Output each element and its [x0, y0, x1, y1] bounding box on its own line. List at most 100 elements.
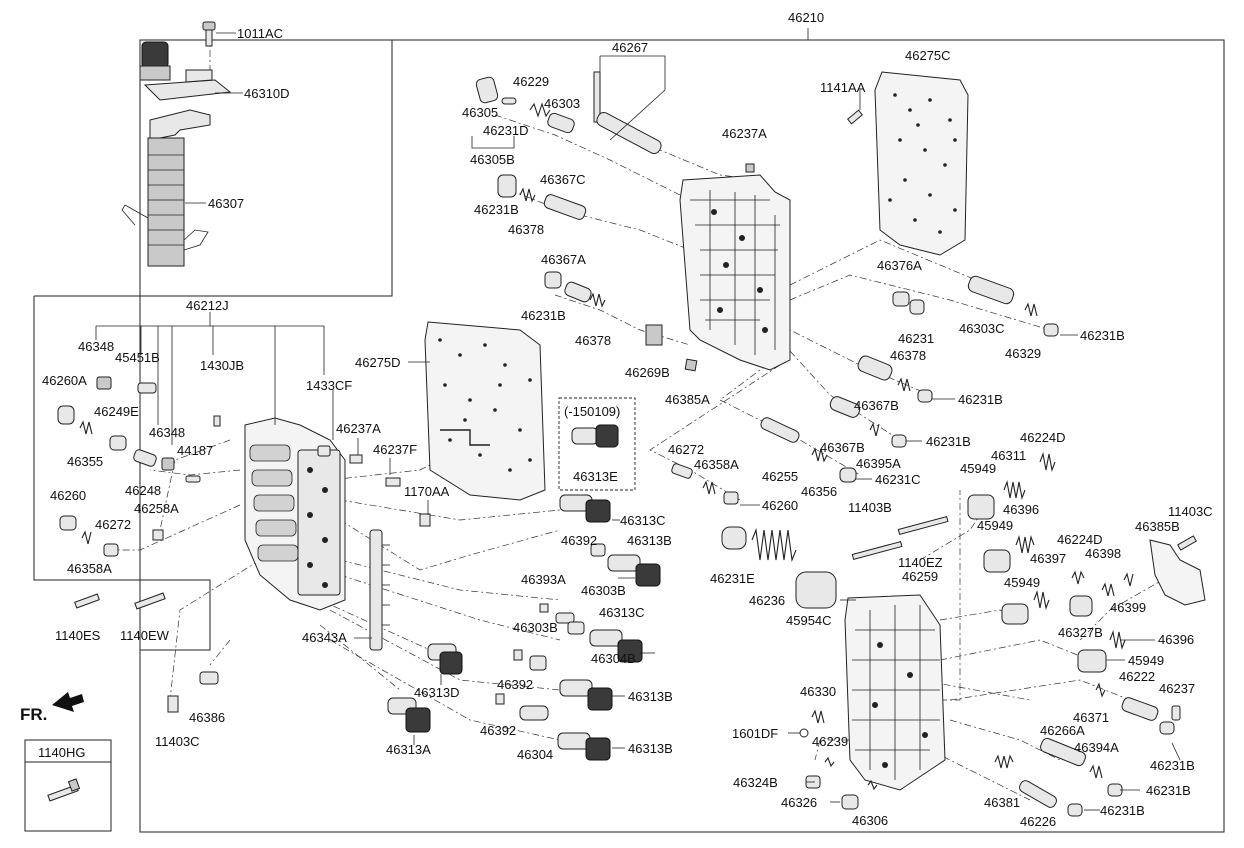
- valve-parts: [57, 71, 1059, 610]
- label-46329: 46329: [1005, 346, 1041, 361]
- label-46313B-c: 46313B: [628, 741, 673, 756]
- label-11403B: 11403B: [848, 500, 892, 515]
- label-46358A-a: 46358A: [67, 561, 112, 576]
- solenoid-subassembly-frame: [34, 39, 393, 297]
- label-1433CF: 1433CF: [306, 378, 352, 393]
- label-46231B-d: 46231B: [958, 392, 1003, 407]
- label-46303B-b: 46303B: [513, 620, 558, 635]
- label-46231B-g: 46231B: [1146, 783, 1191, 798]
- label-46376A: 46376A: [877, 258, 922, 273]
- main-assembly-frame: [139, 39, 1225, 833]
- label-46367A: 46367A: [541, 252, 586, 267]
- label-46397: 46397: [1030, 551, 1066, 566]
- bracket-46310D: [139, 41, 232, 101]
- subassembly-frame-lower: [33, 296, 211, 651]
- label-45954C: 45954C: [786, 613, 832, 628]
- front-direction-arrow-icon: [52, 692, 84, 712]
- label-46307: 46307: [208, 196, 244, 211]
- label-46398: 46398: [1085, 546, 1121, 561]
- label-46275C: 46275C: [905, 48, 951, 63]
- label-46267: 46267: [612, 40, 648, 55]
- label-46395A: 46395A: [856, 456, 901, 471]
- label-46385A: 46385A: [665, 392, 710, 407]
- bolt-1011AC: [202, 21, 216, 47]
- label-1170AA: 1170AA: [404, 484, 450, 499]
- label-46311: 46311: [991, 448, 1026, 463]
- label-46392-b: 46392: [497, 677, 533, 692]
- label-46237: 46237: [1159, 681, 1195, 696]
- label-46258A: 46258A: [134, 501, 179, 516]
- label-11403C-b: 11403C: [155, 734, 200, 749]
- label-46255: 46255: [762, 469, 798, 484]
- label-46358A-b: 46358A: [694, 457, 739, 472]
- label-46269B: 46269B: [625, 365, 670, 380]
- label-46378-c: 46378: [890, 348, 926, 363]
- label-46275D: 46275D: [355, 355, 401, 370]
- label-46348-b: 46348: [149, 425, 185, 440]
- accumulator-parts: [721, 451, 1206, 817]
- label-46326: 46326: [781, 795, 817, 810]
- label-46367C: 46367C: [540, 172, 586, 187]
- label-46392-c: 46392: [480, 723, 516, 738]
- label-46303B-a: 46303B: [581, 583, 626, 598]
- lower-valve-body: [844, 594, 946, 791]
- label-46224D-b: 46224D: [1057, 532, 1103, 547]
- label-46231E: 46231E: [710, 571, 755, 586]
- solenoid-46313D: [427, 643, 463, 675]
- label-46313B-a: 46313B: [627, 533, 672, 548]
- label-46260-a: 46260: [50, 488, 86, 503]
- label-46231: 46231: [898, 331, 934, 346]
- label-45949-a: 45949: [960, 461, 996, 476]
- label-46236: 46236: [749, 593, 785, 608]
- label-45949-c: 45949: [1004, 575, 1040, 590]
- label-46367B-a: 46367B: [854, 398, 899, 413]
- part-labels: 46210 1011AC 46310D 46307 46212J 46267 4…: [20, 10, 1213, 829]
- label-46378-b: 46378: [575, 333, 611, 348]
- label-1601DF: 1601DF: [732, 726, 778, 741]
- label-46272-a: 46272: [95, 517, 131, 532]
- label-46310D: 46310D: [244, 86, 290, 101]
- label-46231B-b: 46231B: [521, 308, 566, 323]
- label-46303-a: 46303: [544, 96, 580, 111]
- label-46231B-f: 46231B: [1150, 758, 1195, 773]
- label-46399: 46399: [1110, 600, 1146, 615]
- label-46231D: 46231D: [483, 123, 529, 138]
- label-1430JB: 1430JB: [200, 358, 244, 373]
- label-46304: 46304: [517, 747, 553, 762]
- label-46210: 46210: [788, 10, 824, 25]
- label-46304B: 46304B: [591, 651, 636, 666]
- solenoid-46313B-b: [559, 679, 613, 711]
- label-46231B-c: 46231B: [1080, 328, 1125, 343]
- label-46392-a: 46392: [561, 533, 597, 548]
- label-46313E: 46313E: [573, 469, 618, 484]
- label-46231B-a: 46231B: [474, 202, 519, 217]
- label-1141AA: 1141AA: [820, 80, 866, 95]
- label-46212J: 46212J: [186, 298, 229, 313]
- label-1011AC: 1011AC: [237, 26, 283, 41]
- label-46259: 46259: [902, 569, 938, 584]
- solenoid-46313B-c: [557, 732, 611, 761]
- label-46313A: 46313A: [386, 742, 431, 757]
- label-46313C-b: 46313C: [599, 605, 645, 620]
- label-46367B-b: 46367B: [820, 440, 865, 455]
- label-46378-a: 46378: [508, 222, 544, 237]
- label-46231B-h: 46231B: [1100, 803, 1145, 818]
- label-46330: 46330: [800, 684, 836, 699]
- label-1140ES: 1140ES: [55, 628, 101, 643]
- separator-plate-46275D: [424, 321, 546, 501]
- label-150109: (-150109): [564, 404, 620, 419]
- bolt-icon: [47, 778, 81, 802]
- label-front: FR.: [20, 705, 47, 724]
- upper-valve-body: [679, 174, 791, 371]
- label-46355: 46355: [67, 454, 103, 469]
- label-46313D: 46313D: [414, 685, 460, 700]
- label-46381: 46381: [984, 795, 1020, 810]
- solenoid-46313C-b: [589, 629, 643, 663]
- label-1140HG: 1140HG: [38, 745, 85, 760]
- label-46248: 46248: [125, 483, 161, 498]
- label-46237A-top: 46237A: [722, 126, 767, 141]
- label-11403C-a: 11403C: [1168, 504, 1213, 519]
- sensor-assembly: [121, 21, 232, 267]
- label-46222: 46222: [1119, 669, 1155, 684]
- label-46394A: 46394A: [1074, 740, 1119, 755]
